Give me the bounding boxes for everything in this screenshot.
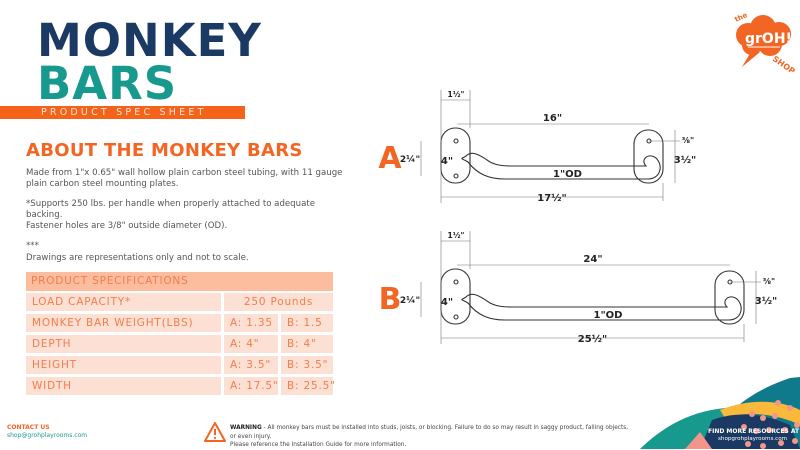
decor-dot bbox=[760, 443, 766, 449]
decor-dot bbox=[787, 405, 793, 411]
decor-dot bbox=[745, 441, 751, 447]
fastener-hole bbox=[453, 279, 459, 285]
dim-plate-width: 1½" bbox=[448, 231, 465, 240]
spec-value-a: A: 17.5" bbox=[224, 377, 278, 395]
dim-height: 3½" bbox=[674, 155, 697, 166]
svg-text:the: the bbox=[733, 11, 748, 24]
warning-icon bbox=[204, 422, 226, 442]
find-resources-url[interactable]: shopgrohplayrooms.com bbox=[718, 436, 788, 442]
decor-dot bbox=[775, 400, 781, 406]
decor-dot bbox=[749, 411, 755, 417]
decor-dot bbox=[792, 438, 798, 444]
decor-dot bbox=[778, 440, 784, 446]
decor-dot bbox=[766, 427, 772, 433]
right-mount-plate bbox=[714, 270, 745, 325]
spec-label: WIDTH bbox=[26, 377, 221, 395]
fastener-hole bbox=[453, 173, 459, 179]
drawing-b: B 1½" 24" 25½" 2¼" 4" 1"OD 3½" ⅜" bbox=[379, 231, 778, 345]
dim-height: 3½" bbox=[755, 296, 778, 307]
spec-value-b: B: 1.5 bbox=[281, 314, 333, 332]
spec-value-a: A: 4" bbox=[224, 335, 278, 353]
drawing-letter: B bbox=[379, 282, 402, 317]
groh-shop-logo: the grOH! SHOP bbox=[733, 11, 796, 76]
dim-hole-diameter: ⅜" bbox=[763, 277, 775, 286]
decor-dot bbox=[794, 422, 800, 428]
contact-email[interactable]: shop@grohplayrooms.com bbox=[7, 432, 88, 439]
warning-label: WARNING bbox=[230, 425, 262, 431]
dim-hole-spacing: 2¼" bbox=[400, 295, 420, 306]
about-paragraph: *** bbox=[26, 241, 39, 251]
subtitle-band: PRODUCT SPEC SHEET bbox=[0, 106, 245, 119]
dim-hole-spacing: 2¼" bbox=[400, 154, 420, 165]
svg-text:grOH!: grOH! bbox=[745, 31, 792, 47]
spec-value-b: B: 25.5" bbox=[281, 377, 335, 395]
spec-value-b: B: 4" bbox=[281, 335, 333, 353]
dim-depth: 4" bbox=[441, 297, 453, 308]
svg-text:SHOP: SHOP bbox=[771, 54, 797, 76]
spec-label: MONKEY BAR WEIGHT(LBS) bbox=[26, 314, 221, 332]
spec-value-a: A: 1.35 bbox=[224, 314, 278, 332]
dim-tube-od: 1"OD bbox=[594, 310, 623, 321]
spec-value-a: A: 3.5" bbox=[224, 356, 278, 374]
page-title-line1: MONKEY bbox=[37, 14, 262, 67]
decor-dot bbox=[772, 413, 778, 419]
page-title-line2: BARS bbox=[37, 57, 178, 110]
fastener-hole bbox=[453, 138, 459, 144]
dim-span: 16" bbox=[543, 113, 562, 124]
spec-value-b: B: 3.5" bbox=[281, 356, 333, 374]
drawing-a: A 1½" 16" 17½" 2¼" 4" 1"OD 3½" ⅜" bbox=[378, 90, 696, 204]
spec-value: 250 Pounds bbox=[224, 293, 333, 311]
about-paragraph: Made from 1"x 0.65" wall hollow plain ca… bbox=[26, 168, 343, 189]
warning-text: WARNING - All monkey bars must be instal… bbox=[230, 424, 630, 450]
warning-body: - All monkey bars must be installed into… bbox=[230, 425, 629, 440]
find-resources-label: FIND MORE RESOURCES AT bbox=[708, 428, 800, 435]
dim-overall: 25½" bbox=[578, 334, 607, 345]
warning-body-2: Please reference the Installation Guide … bbox=[230, 442, 407, 448]
dim-span: 24" bbox=[583, 254, 602, 265]
spec-label: LOAD CAPACITY* bbox=[26, 293, 221, 311]
contact-label: CONTACT US bbox=[7, 424, 50, 431]
corner-decoration bbox=[640, 377, 800, 449]
fastener-hole bbox=[453, 314, 459, 320]
spec-label: DEPTH bbox=[26, 335, 221, 353]
decor-dot bbox=[782, 427, 788, 433]
dim-plate-width: 1½" bbox=[448, 90, 465, 99]
dim-depth: 4" bbox=[441, 156, 453, 167]
decor-dot bbox=[753, 428, 759, 434]
subtitle: PRODUCT SPEC SHEET bbox=[41, 107, 207, 118]
about-heading: ABOUT THE MONKEY BARS bbox=[26, 140, 303, 161]
decor-dot bbox=[741, 424, 747, 430]
dim-hole-diameter: ⅜" bbox=[682, 136, 694, 145]
dim-tube-od: 1"OD bbox=[553, 169, 582, 180]
right-mount-plate bbox=[633, 129, 664, 184]
dim-overall: 17½" bbox=[537, 193, 566, 204]
monkey-bar-tube bbox=[461, 293, 742, 321]
decor-dot bbox=[760, 415, 766, 421]
about-paragraph: Fastener holes are 3/8" outside diameter… bbox=[26, 221, 228, 231]
about-paragraph: *Supports 250 lbs. per handle when prope… bbox=[26, 199, 316, 220]
about-paragraph: Drawings are representations only and no… bbox=[26, 253, 249, 263]
specs-header: PRODUCT SPECIFICATIONS bbox=[26, 272, 333, 291]
monkey-bar-tube bbox=[461, 152, 661, 180]
drawing-letter: A bbox=[378, 141, 402, 176]
spec-label: HEIGHT bbox=[26, 356, 221, 374]
